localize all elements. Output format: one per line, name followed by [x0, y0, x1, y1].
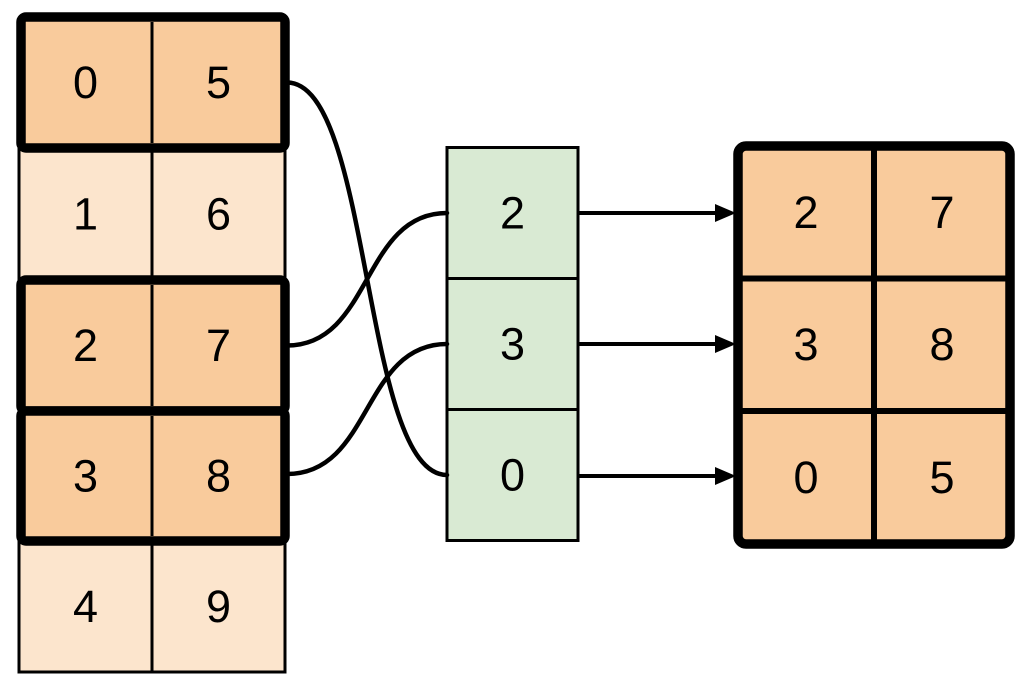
- source-cell-r1c0: 1: [73, 189, 98, 240]
- source-cell-r1c1: 6: [206, 189, 231, 240]
- source-cell-r3c0: 3: [73, 451, 98, 502]
- curve-source-row3-to-index-slot1: [284, 341, 450, 477]
- result-cell-r0c0: 2: [793, 187, 818, 238]
- result-cell-r1c0: 3: [793, 319, 818, 370]
- index-column-box: [445, 146, 580, 542]
- result-cell-r2c1: 5: [929, 452, 954, 503]
- result-cell-r2c0: 0: [793, 452, 818, 503]
- source-table: 0 5 1 6 2 7 3 8 4 9: [16, 12, 290, 674]
- index-cell-0: 2: [500, 188, 525, 239]
- source-cell-r2c1: 7: [206, 320, 231, 371]
- source-cell-r4c0: 4: [73, 581, 98, 632]
- curve-source-row2-to-index-slot0: [284, 210, 450, 348]
- result-cell-r1c1: 8: [929, 319, 954, 370]
- source-cell-r2c0: 2: [73, 320, 98, 371]
- source-cell-r0c0: 0: [73, 57, 98, 108]
- result-cell-r0c1: 7: [929, 187, 954, 238]
- arrow-connectors: [578, 204, 736, 485]
- index-cell-2: 0: [500, 450, 525, 501]
- source-cell-r4c1: 9: [206, 581, 231, 632]
- index-column: 2 3 0: [445, 146, 580, 542]
- source-cell-r0c1: 5: [206, 57, 231, 108]
- index-cell-1: 3: [500, 319, 525, 370]
- source-cell-r3c1: 8: [206, 451, 231, 502]
- curve-connectors: [284, 80, 450, 478]
- result-table: 2 7 3 8 0 5: [733, 141, 1015, 549]
